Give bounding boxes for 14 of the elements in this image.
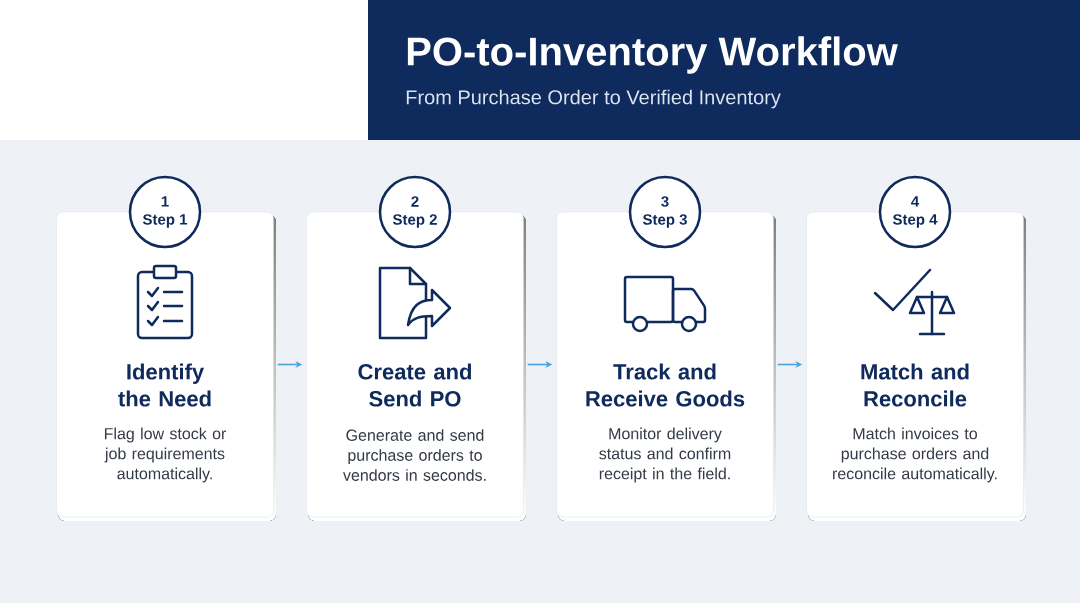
step-heading: Identify the Need: [118, 363, 211, 407]
step-badge: 2 Step 2: [378, 175, 452, 249]
step-description: Match invoices to purchase orders and reconcile automatically.: [833, 427, 997, 483]
title: PO-to-Inventory Workflow: [407, 36, 898, 74]
step-heading: Match and Reconcile: [861, 363, 969, 407]
subtitle: From Purchase Order to Verified Inventory: [406, 89, 781, 109]
step-badge: 3 Step 3: [628, 175, 702, 249]
step-heading: Track and Receive Goods: [586, 363, 745, 407]
step-heading: Create and Send PO: [358, 363, 471, 407]
step-description: Monitor delivery status and confirm receipt in the field.: [599, 427, 731, 483]
step-badge: 4 Step 4: [878, 175, 952, 249]
step-description: Generate and send purchase orders to vendors in seconds.: [343, 429, 486, 481]
step-description: Flag low stock or job requirements automatically.: [104, 427, 227, 483]
step-badge: 1 Step 1: [128, 175, 202, 249]
